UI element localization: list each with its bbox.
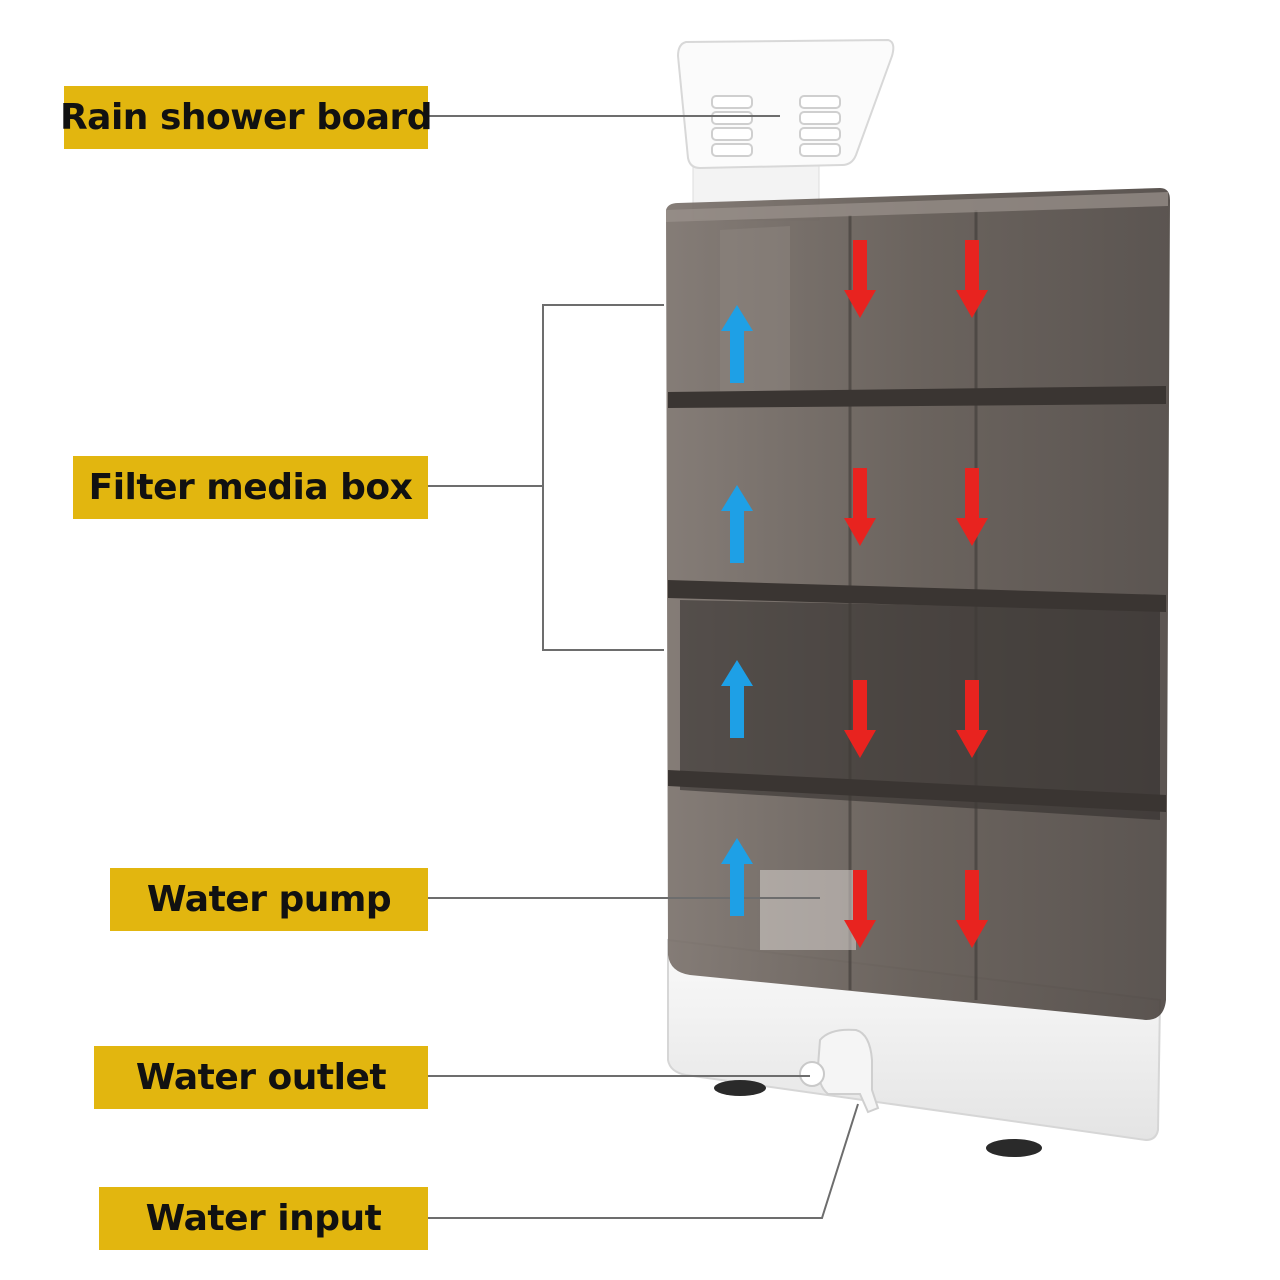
rain-shower-board [678,40,893,220]
connector-input [428,1104,858,1218]
filter-bracket [543,305,664,650]
label-filter-media-box: Filter media box [73,456,428,519]
label-rain-shower-board: Rain shower board [64,86,428,149]
label-water-input: Water input [99,1187,428,1250]
water-pump [760,870,856,950]
label-water-outlet: Water outlet [94,1046,428,1109]
label-water-pump: Water pump [110,868,428,931]
